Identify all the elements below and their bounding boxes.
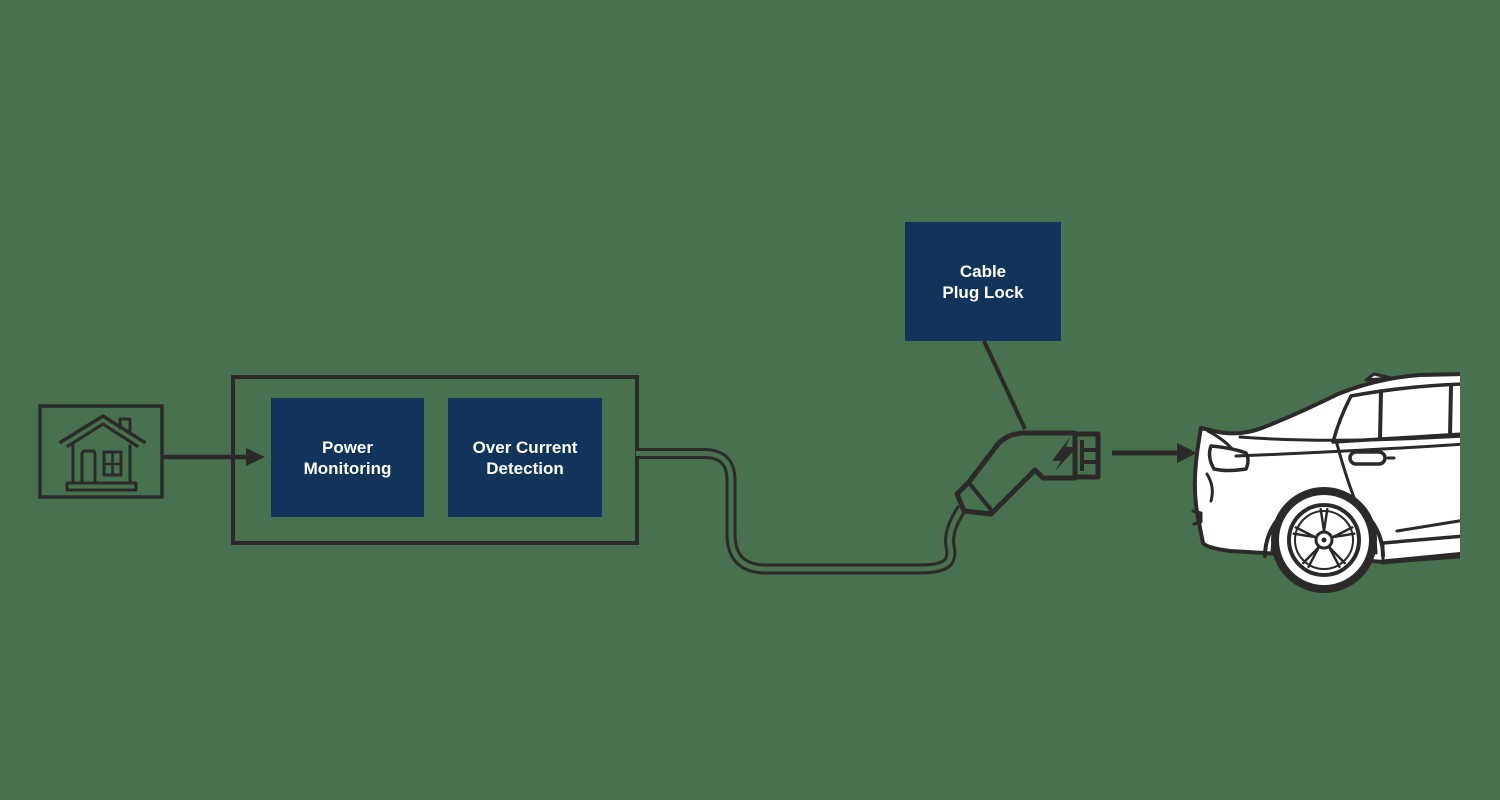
over-current-detection-box: Over Current Detection (448, 398, 602, 517)
house-source-box (38, 404, 164, 499)
cable-plug-lock-label-line1: Cable (959, 261, 1007, 281)
ev-plug-icon (954, 430, 1101, 517)
right-arrow-icon (163, 448, 265, 466)
lightning-bolt-icon (1052, 437, 1077, 471)
cable-plug-lock-label-line2: Plug Lock (942, 282, 1024, 302)
power-monitoring-label-line1: Power (321, 437, 374, 457)
cable-plug-lock-box: Cable Plug Lock (905, 222, 1061, 341)
evse-box (231, 375, 639, 545)
car-icon (1191, 372, 1460, 593)
house-icon (58, 414, 147, 492)
plug-lock-pointer-line (982, 340, 1027, 430)
right-arrow-icon (1112, 443, 1197, 463)
power-monitoring-label-line2: Monitoring (303, 458, 392, 478)
power-monitoring-box: Power Monitoring (271, 398, 424, 517)
over-current-detection-label-line2: Detection (486, 458, 564, 478)
charging-cable (636, 448, 967, 575)
over-current-detection-label-line1: Over Current (472, 437, 578, 457)
